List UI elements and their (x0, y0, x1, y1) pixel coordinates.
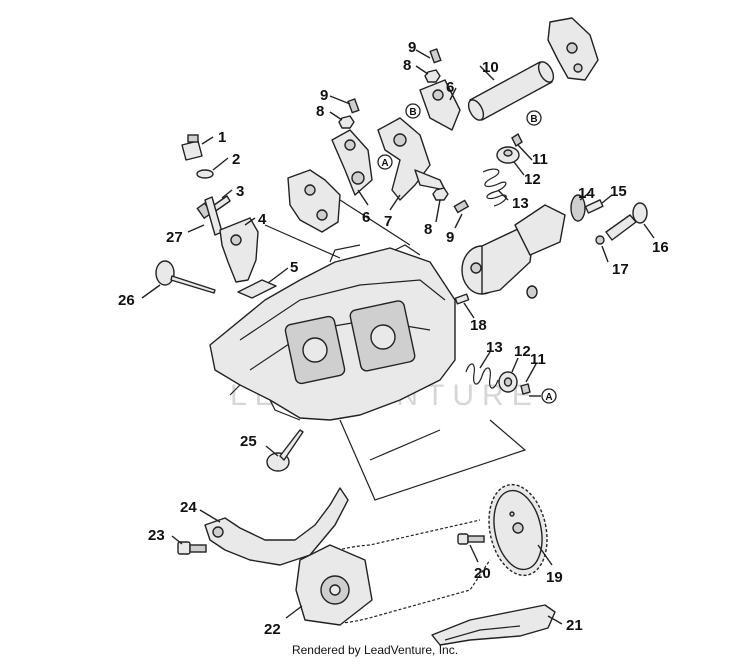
valve-intake[interactable] (266, 429, 304, 472)
valve-spring-upper[interactable] (482, 168, 507, 207)
callout-9b: 9 (320, 87, 328, 104)
svg-text:A: A (545, 392, 552, 403)
valve-keeper-lower[interactable] (520, 383, 531, 395)
callout-23: 23 (148, 527, 165, 544)
callout-9c: 9 (446, 229, 454, 246)
callout-15: 15 (610, 183, 627, 200)
callout-19: 19 (546, 569, 563, 586)
callout-4: 4 (258, 211, 267, 228)
callout-22: 22 (264, 621, 281, 638)
svg-text:B: B (409, 107, 416, 118)
callout-26: 26 (118, 292, 135, 309)
rocker-arm-assembly[interactable] (377, 117, 446, 201)
reference-marker-a: A (529, 388, 557, 404)
rocker-shaft-bracket[interactable] (547, 17, 599, 81)
tensioner-gasket[interactable] (237, 279, 277, 299)
callout-11a: 11 (532, 151, 548, 168)
reference-marker-a: A (377, 154, 393, 170)
cylinder-head[interactable] (209, 244, 456, 421)
callout-1: 1 (218, 129, 226, 146)
adjuster-screw[interactable] (453, 199, 470, 214)
camshaft[interactable] (461, 194, 586, 295)
guide-pivot-bolt[interactable] (177, 541, 207, 555)
valve-spring-lower[interactable] (465, 363, 499, 389)
reference-marker-b: B (405, 103, 421, 119)
rocker-shaft[interactable] (466, 59, 557, 122)
callout-13a: 13 (512, 195, 529, 212)
chain-guide[interactable] (204, 487, 349, 566)
callout-21: 21 (566, 617, 583, 634)
adjuster-screw[interactable] (429, 48, 442, 64)
cam-sprocket[interactable] (481, 479, 555, 581)
callout-3: 3 (236, 183, 244, 200)
reference-marker-b: B (526, 110, 542, 126)
tensioner-cap-bolt[interactable] (181, 134, 203, 161)
valve-exhaust[interactable] (155, 260, 216, 294)
rocker-arm-left[interactable] (331, 129, 373, 196)
callout-8a: 8 (403, 57, 411, 74)
decompression-shaft[interactable] (605, 202, 648, 241)
sprocket-bolt[interactable] (457, 533, 485, 545)
lock-nut[interactable] (432, 187, 449, 201)
callout-10: 10 (482, 59, 499, 76)
cam-follower[interactable] (526, 285, 538, 299)
chain-guide-lower[interactable] (431, 604, 556, 646)
callout-14: 14 (578, 185, 595, 202)
callout-7: 7 (384, 213, 392, 230)
callout-12a: 12 (524, 171, 541, 188)
rocker-arm-right[interactable] (419, 79, 461, 131)
callout-6a: 6 (446, 79, 454, 96)
lock-nut[interactable] (338, 115, 355, 129)
callout-25: 25 (240, 433, 257, 450)
callout-2: 2 (232, 151, 240, 168)
callout-20: 20 (474, 565, 491, 582)
leader-lines (141, 49, 655, 625)
callout-24: 24 (180, 499, 197, 516)
valve-keeper[interactable] (511, 132, 523, 148)
rocker-support-bracket[interactable] (287, 169, 341, 233)
lock-nut[interactable] (424, 69, 441, 83)
callout-27: 27 (166, 229, 183, 246)
spring-retainer-lower[interactable] (498, 371, 518, 393)
callout-5: 5 (290, 259, 298, 276)
adjuster-screw[interactable] (347, 98, 360, 114)
o-ring[interactable] (196, 169, 214, 179)
callout-12b: 12 (514, 343, 531, 360)
callout-labels: 1 2 3 4 5 27 26 9 8 10 6 9 8 11 12 13 6 … (118, 39, 669, 638)
cam-chain[interactable] (295, 519, 491, 626)
cam-chain-tensioner[interactable] (219, 217, 259, 283)
footer-credit: Rendered by LeadVenture, Inc. (291, 643, 459, 657)
callout-8c: 8 (424, 221, 432, 238)
callout-16: 16 (652, 239, 669, 256)
camshaft-pin[interactable] (584, 199, 604, 214)
thrust-washer[interactable] (595, 235, 605, 245)
callout-11b: 11 (530, 351, 546, 368)
callout-13b: 13 (486, 339, 503, 356)
cam-pin[interactable] (454, 293, 470, 305)
callout-18: 18 (470, 317, 487, 334)
spring-retainer[interactable] (496, 146, 520, 164)
callout-6b: 6 (362, 209, 370, 226)
callout-9a: 9 (408, 39, 416, 56)
svg-text:A: A (381, 158, 388, 169)
svg-text:B: B (530, 114, 537, 125)
callout-17: 17 (612, 261, 629, 278)
callout-8b: 8 (316, 103, 324, 120)
